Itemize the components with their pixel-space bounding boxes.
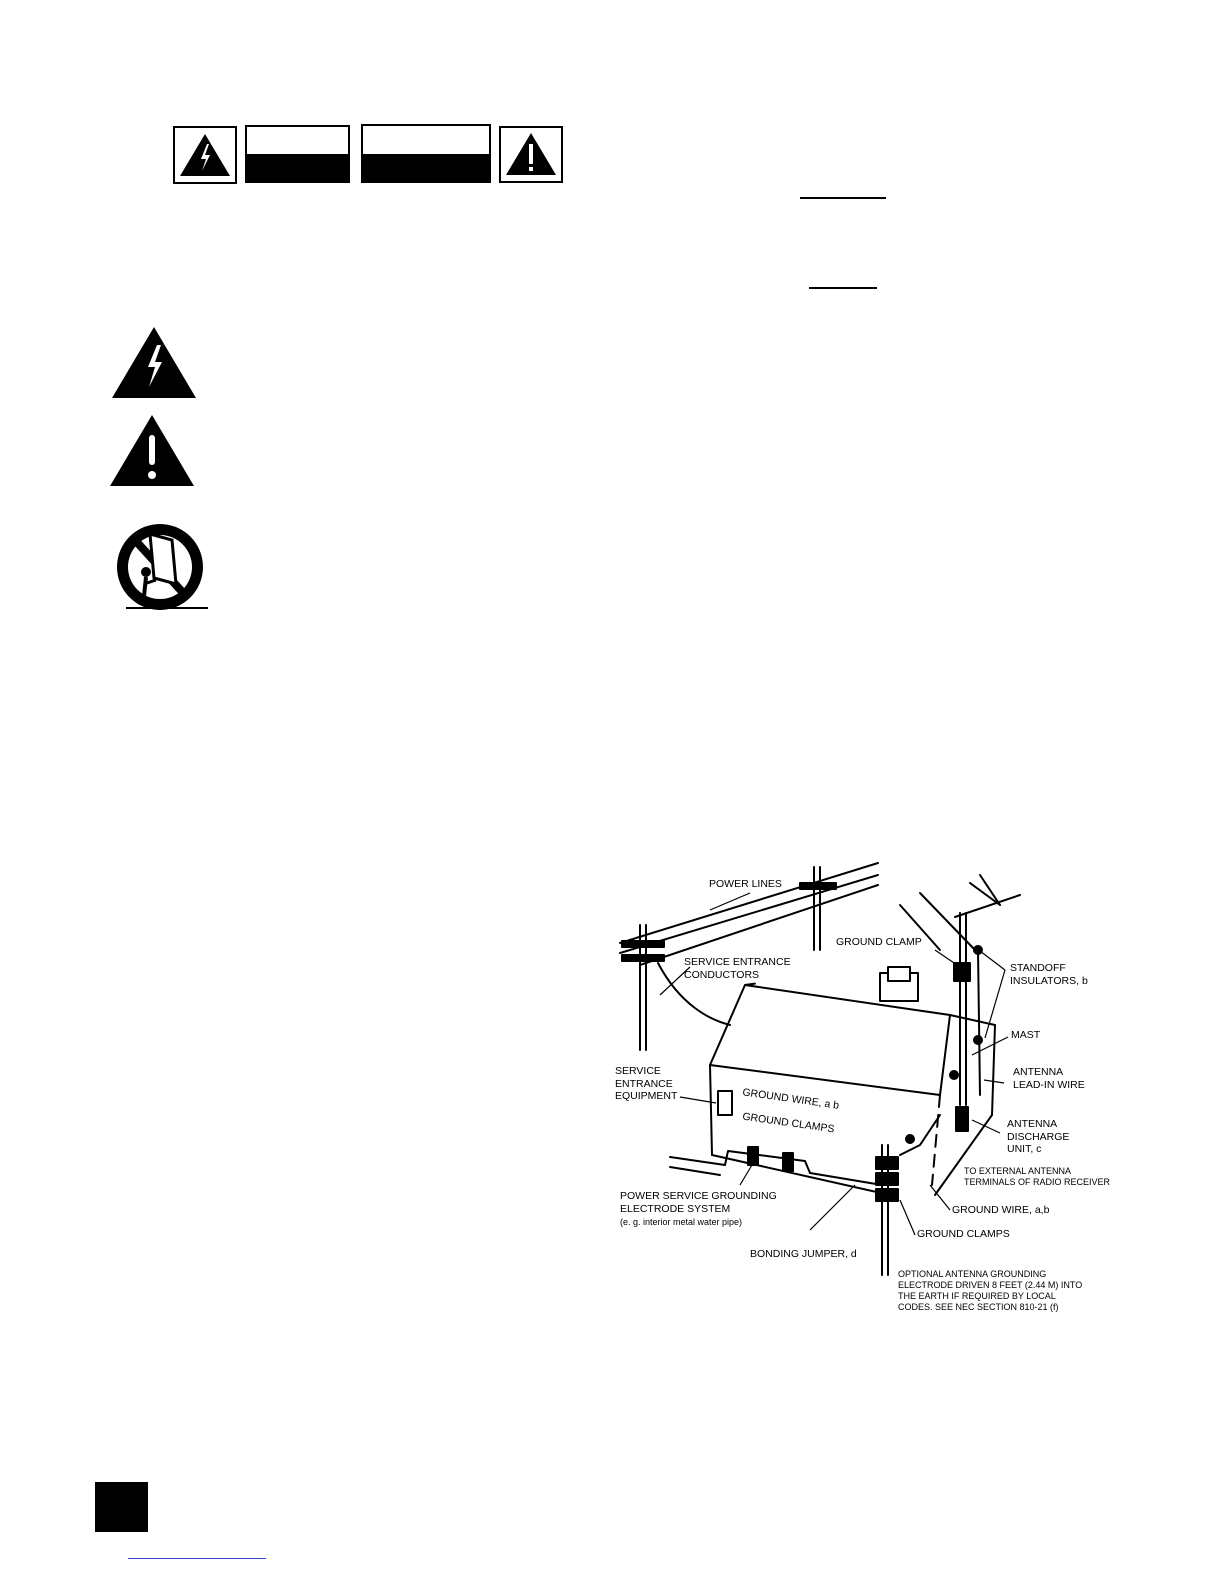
label-service-entrance-conductors: SERVICE ENTRANCE CONDUCTORS: [684, 956, 791, 981]
label-power-service-grounding: POWER SERVICE GROUNDING ELECTRODE SYSTEM: [620, 1190, 777, 1215]
exclamation-triangle-icon: [506, 133, 556, 175]
diagram-drawing: [619, 862, 1021, 1276]
caution-panel-right: [361, 124, 491, 183]
link-underline[interactable]: [128, 1558, 266, 1559]
label-mast: MAST: [1011, 1029, 1041, 1041]
antenna-grounding-diagram: POWER LINES GROUND CLAMP SERVICE ENTRANC…: [600, 855, 1140, 1325]
label-ground-clamps-lower: GROUND CLAMPS: [917, 1228, 1010, 1240]
caution-panel-left: [245, 125, 350, 183]
label-antenna-lead-in: ANTENNA LEAD-IN WIRE: [1013, 1066, 1085, 1091]
cart-tipover-warning-icon: [117, 524, 208, 610]
lightning-warning-header-box: [173, 126, 237, 184]
label-optional-electrode: OPTIONAL ANTENNA GROUNDING ELECTRODE DRI…: [898, 1269, 1083, 1312]
lightning-triangle-icon: [180, 134, 230, 176]
lightning-triangle-icon: [112, 327, 196, 398]
exclamation-triangle-icon: [110, 415, 194, 486]
label-antenna-discharge-unit: ANTENNA DISCHARGE UNIT, c: [1007, 1118, 1070, 1155]
underline-rule-1: [800, 197, 886, 199]
label-service-entrance-equipment: SERVICE ENTRANCE EQUIPMENT: [615, 1065, 678, 1102]
label-ground-wire-lower: GROUND WIRE, a,b: [952, 1204, 1050, 1216]
label-power-lines: POWER LINES: [709, 878, 782, 890]
label-to-external-antenna: TO EXTERNAL ANTENNA TERMINALS OF RADIO R…: [964, 1166, 1111, 1187]
exclamation-warning-header-box: [499, 126, 563, 183]
underline-rule-2: [809, 287, 877, 289]
label-water-pipe-note: (e. g. interior metal water pipe): [620, 1217, 743, 1227]
page-number-tab: [95, 1482, 148, 1532]
label-ground-clamp: GROUND CLAMP: [836, 936, 922, 948]
label-standoff-insulators: STANDOFF INSULATORS, b: [1010, 962, 1088, 987]
label-bonding-jumper: BONDING JUMPER, d: [750, 1248, 857, 1260]
